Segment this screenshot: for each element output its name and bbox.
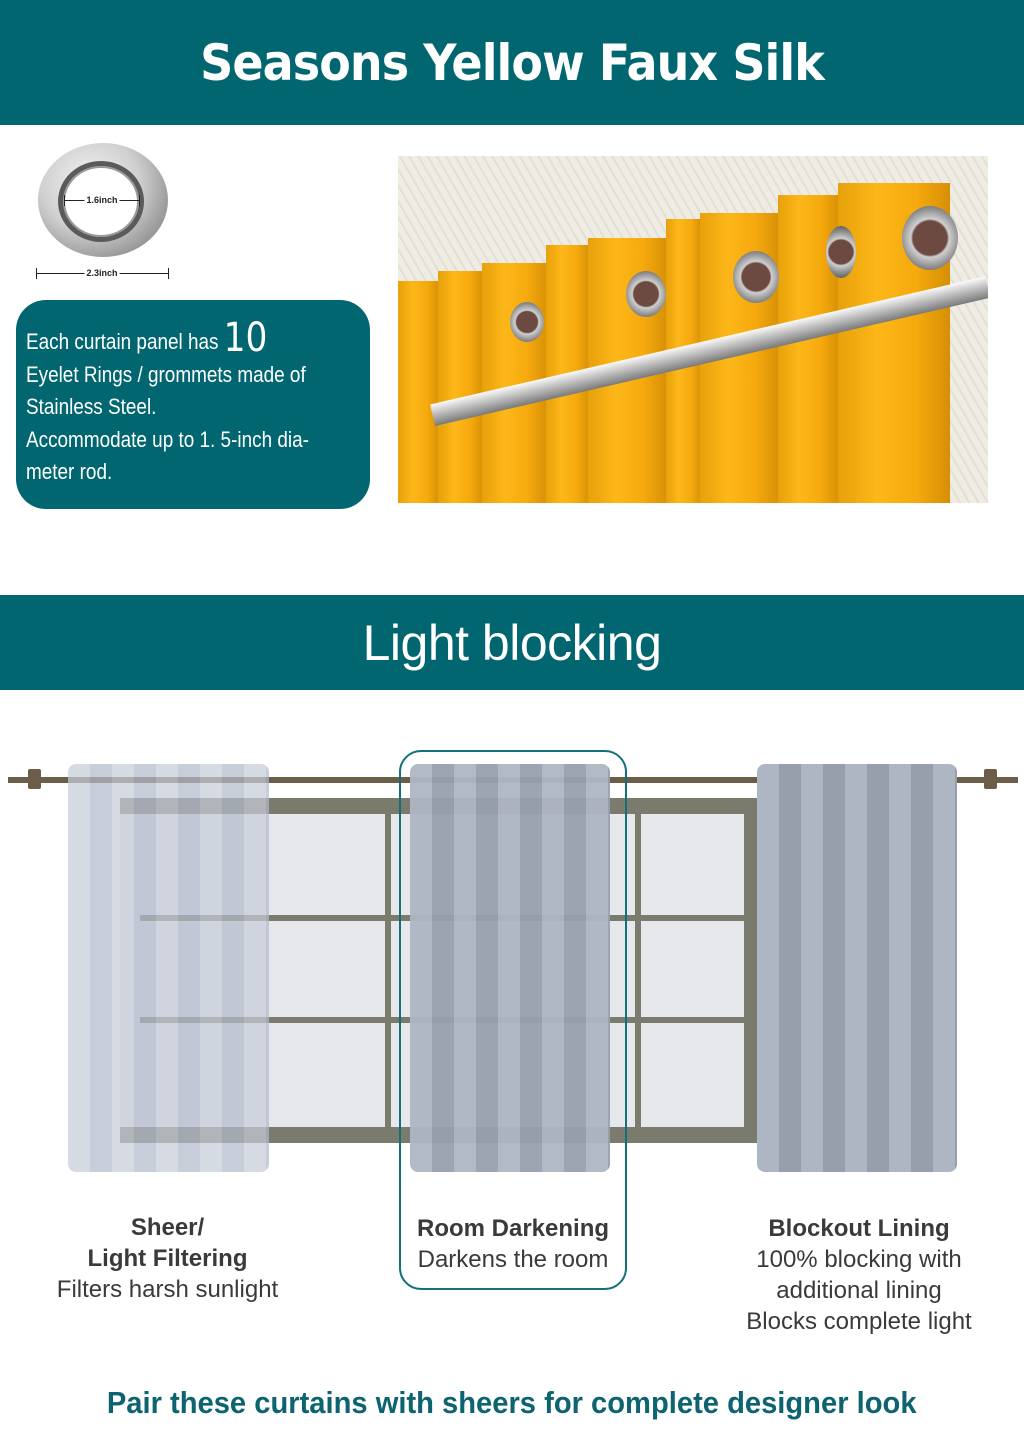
curtain-fold bbox=[398, 281, 440, 503]
curtain-illustration bbox=[0, 740, 1024, 1210]
light-blocking-banner: Light blocking bbox=[0, 595, 1024, 690]
curtain-fold bbox=[438, 271, 484, 503]
option-description: 100% blocking with bbox=[756, 1246, 962, 1273]
outer-diameter-label: 2.3inch bbox=[84, 268, 120, 278]
blockout-curtain-panel bbox=[757, 764, 957, 1172]
eyelet-icon bbox=[902, 206, 958, 270]
eyelet-icon bbox=[510, 302, 544, 342]
product-photo bbox=[398, 156, 988, 503]
ring-count: 10 bbox=[223, 315, 268, 361]
inner-diameter-label: 1.6inch bbox=[84, 195, 120, 205]
option-description: Blocks complete light bbox=[746, 1308, 972, 1335]
rod-finial-right bbox=[984, 769, 997, 789]
option-title: Light Filtering bbox=[87, 1245, 248, 1272]
page-title: Seasons Yellow Faux Silk bbox=[200, 33, 825, 92]
grommet-diagram: 1.6inch 2.3inch bbox=[36, 143, 169, 279]
info-line-3: Stainless Steel. bbox=[26, 394, 157, 419]
footer-tagline: Pair these curtains with sheers for comp… bbox=[107, 1385, 917, 1420]
eyelet-icon bbox=[626, 271, 666, 317]
sheer-curtain-panel bbox=[68, 764, 269, 1172]
room-darkening-curtain-panel bbox=[410, 764, 610, 1172]
section-title: Light blocking bbox=[362, 614, 662, 671]
room-darkening-highlight bbox=[399, 750, 627, 1290]
info-line-4: Accommodate up to 1. 5-inch dia- bbox=[26, 426, 309, 452]
eyelet-icon bbox=[733, 251, 779, 303]
option-sheer: Sheer/ Light Filtering Filters harsh sun… bbox=[20, 1212, 315, 1305]
option-blockout: Blockout Lining 100% blocking with addit… bbox=[715, 1213, 1003, 1337]
rod-finial-left bbox=[28, 769, 41, 789]
window-mullion bbox=[385, 814, 391, 1143]
option-title: Sheer/ bbox=[130, 1214, 205, 1241]
window-mullion bbox=[635, 814, 641, 1143]
option-description: Filters harsh sunlight bbox=[56, 1276, 279, 1303]
title-banner: Seasons Yellow Faux Silk bbox=[0, 0, 1024, 125]
option-description: additional lining bbox=[776, 1277, 942, 1304]
info-line-5: meter rod. bbox=[26, 459, 113, 484]
option-room-darkening: Room Darkening Darkens the room bbox=[399, 1213, 627, 1275]
eyelet-icon bbox=[826, 226, 856, 278]
option-title: Blockout Lining bbox=[768, 1215, 950, 1242]
option-title: Room Darkening bbox=[416, 1215, 610, 1242]
option-description: Darkens the room bbox=[417, 1246, 609, 1273]
info-line-2: Eyelet Rings / grommets made of bbox=[26, 361, 306, 387]
